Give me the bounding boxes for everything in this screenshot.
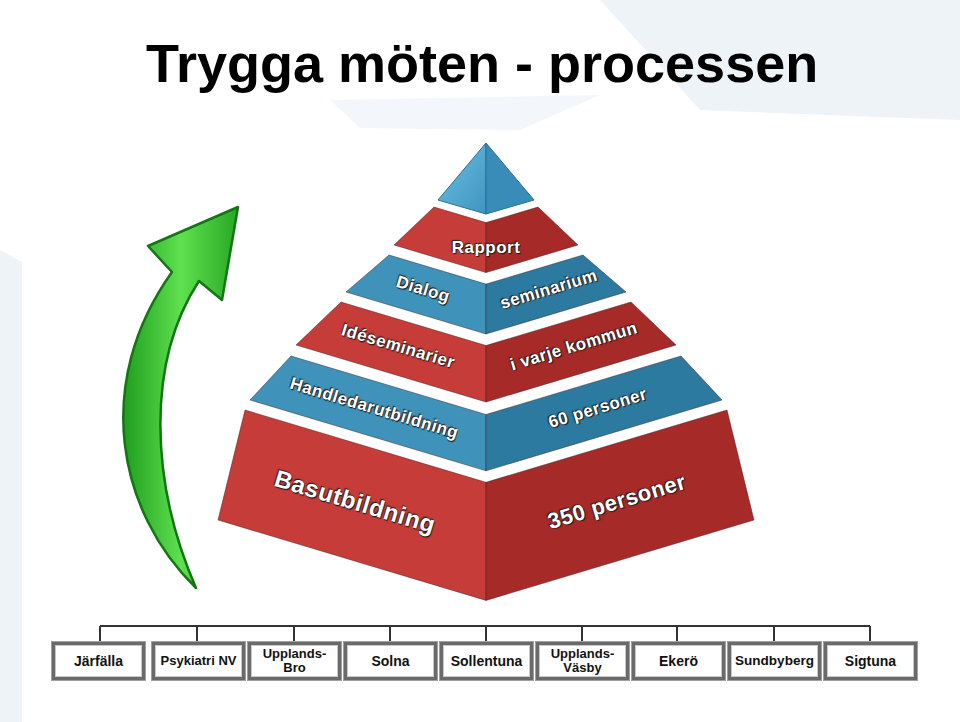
organisation-box: Solna [344,642,437,680]
organisation-box: Ekerö [632,642,725,680]
organisation-box: Upplands- Väsby [536,642,629,680]
organisation-box: Sigtuna [824,642,917,680]
band-left-face [218,410,486,600]
organisation-name: Ekerö [659,654,698,669]
organisation-name: Sigtuna [845,654,896,669]
organisation-name: Psykiatri NV [161,654,237,668]
background-shape [0,250,22,722]
organisation-name: Upplands- Väsby [543,647,622,674]
organisation-box: Upplands- Bro [248,642,341,680]
band-shape [218,410,754,602]
organisation-box: Sollentuna [440,642,533,680]
band-label: Rapport [452,238,521,257]
organisation-name: Solna [371,654,409,669]
bracket [100,626,870,643]
organisation-name: Upplands- Bro [255,647,334,674]
organisation-name: Järfälla [74,654,123,669]
title: Trygga möten - processen [146,36,818,90]
organisation-box: Psykiatri NV [152,642,245,680]
band-right-face [486,410,754,600]
pyramid-cap [438,143,486,214]
organisation-name: Sundbyberg [735,654,814,668]
organisation-name: Sollentuna [451,654,523,669]
background-shape [330,95,600,130]
pyramid-band: Basutbildning350 personer [218,410,754,602]
process-arrow [123,207,238,588]
organisation-box: Järfälla [52,642,145,680]
pyramid-cap [486,143,534,214]
organisation-box: Sundbyberg [728,642,821,680]
